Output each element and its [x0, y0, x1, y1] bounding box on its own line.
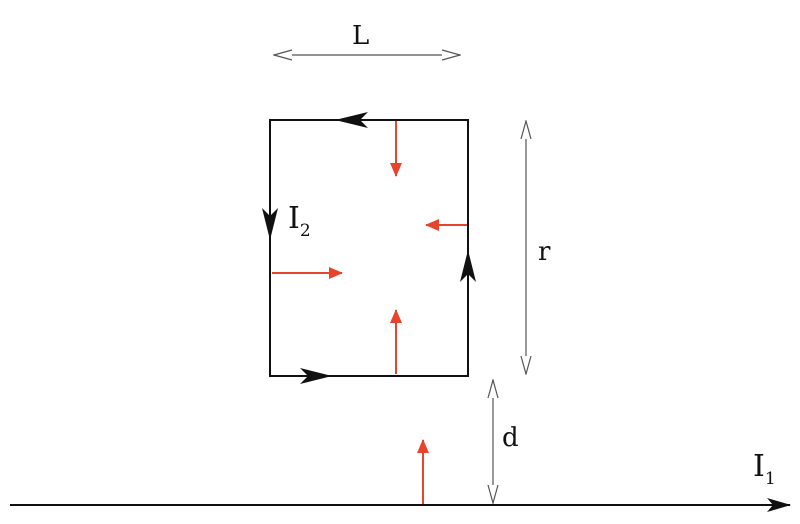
loop-current-arrow-bottom — [300, 368, 332, 384]
height-label: r — [538, 237, 551, 267]
loop-current-arrow-top — [335, 112, 368, 128]
loop-current-arrow-left — [262, 208, 278, 240]
wire-current-label: I1 — [753, 449, 776, 489]
gap-label: d — [502, 423, 519, 453]
loop-current-label: I2 — [288, 201, 311, 241]
current-loop — [269, 119, 469, 377]
loop-current-arrow-right — [460, 250, 476, 282]
width-label: L — [352, 21, 369, 51]
